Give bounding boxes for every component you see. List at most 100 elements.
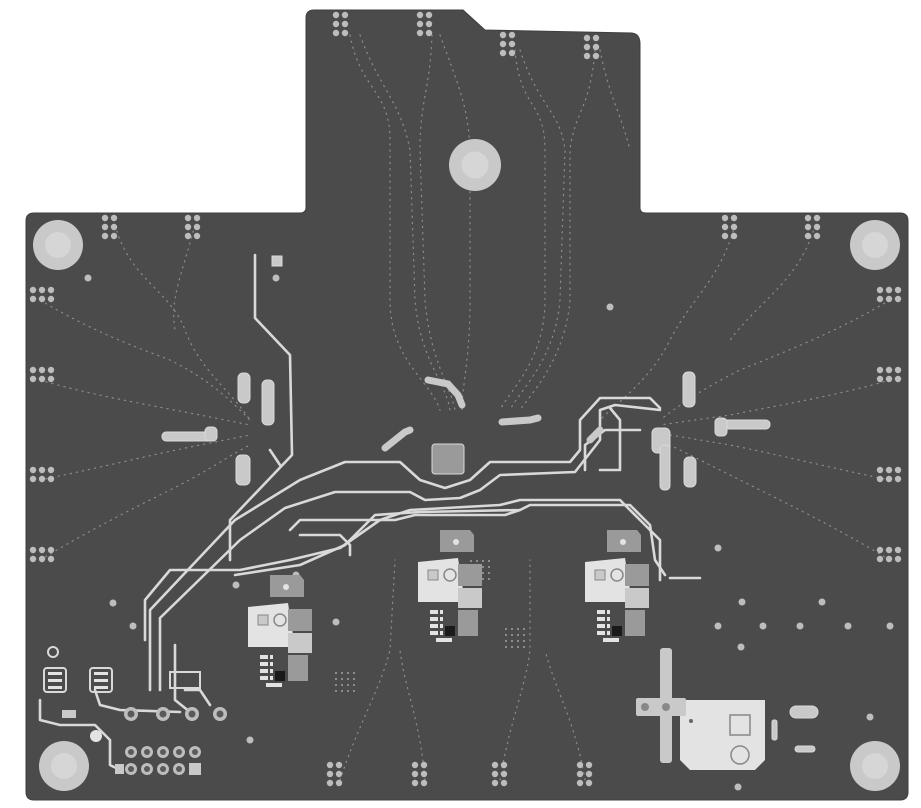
via: [347, 672, 349, 674]
via: [341, 20, 349, 28]
via: [184, 223, 192, 231]
via: [804, 214, 812, 222]
pad: [48, 686, 62, 689]
tht-pad-3: [213, 707, 227, 721]
via: [38, 295, 46, 303]
tht-pad-0: [124, 707, 138, 721]
via-grid-1: [505, 628, 525, 648]
stage-cap-pad: [270, 676, 273, 680]
pad-outline: [89, 667, 113, 693]
via: [523, 634, 525, 636]
via: [425, 29, 433, 37]
via: [38, 466, 46, 474]
via: [499, 31, 507, 39]
via-field-5: [184, 214, 201, 240]
via: [505, 646, 507, 648]
fiducial-ring: [47, 646, 59, 658]
loose-via-2: [606, 303, 614, 311]
stage-cap-pad: [607, 617, 610, 621]
via-fanout-8: [114, 224, 251, 421]
via: [420, 770, 428, 778]
pad: [48, 672, 62, 675]
via: [353, 678, 355, 680]
mounting-holes: [33, 139, 900, 791]
via: [585, 779, 593, 787]
via: [347, 684, 349, 686]
via: [38, 475, 46, 483]
loose-via-15: [737, 643, 745, 651]
via: [476, 560, 478, 562]
via-fanout-6: [519, 49, 596, 411]
via: [876, 466, 884, 474]
loose-via-18: [232, 581, 240, 589]
loose-via-11: [818, 598, 826, 606]
via-fanout-5: [509, 49, 566, 411]
via-field-1: [416, 11, 433, 37]
via: [420, 779, 428, 787]
via: [335, 678, 337, 680]
stage-cap-pad: [597, 617, 605, 621]
via: [721, 214, 729, 222]
via: [353, 672, 355, 674]
via: [517, 640, 519, 642]
via: [38, 555, 46, 563]
copper-pour-15: [771, 719, 778, 741]
via: [885, 546, 893, 554]
pad-outline: [169, 671, 201, 689]
stage-cap-pad: [260, 676, 268, 680]
via: [894, 475, 902, 483]
via: [730, 214, 738, 222]
via: [38, 366, 46, 374]
copper-pours: [161, 255, 819, 753]
mounting-hole-1: [33, 220, 83, 270]
connector-pin: [125, 746, 137, 758]
via: [110, 232, 118, 240]
via: [29, 546, 37, 554]
via: [517, 628, 519, 630]
loose-via-0: [84, 274, 92, 282]
copper-pour-3: [261, 379, 275, 426]
pad: [48, 679, 62, 682]
via: [876, 295, 884, 303]
stage-cap-pad: [270, 669, 273, 673]
connector-pin: [173, 746, 185, 758]
via: [505, 628, 507, 630]
power-stage-1: [248, 575, 312, 687]
connector-pin: [141, 763, 153, 775]
via: [38, 286, 46, 294]
stage-top-via: [453, 539, 459, 545]
via: [894, 286, 902, 294]
via: [500, 770, 508, 778]
stage-cap-pad: [430, 624, 438, 628]
via: [876, 286, 884, 294]
via: [488, 560, 490, 562]
stage-top-via: [283, 584, 289, 590]
via-field-19: [576, 761, 593, 787]
stage-cap-pad: [430, 631, 438, 635]
power-stage-3: [585, 530, 649, 642]
stage-cap-pad: [260, 655, 268, 659]
copper-pour-7: [714, 417, 728, 437]
stage-cap-pad: [440, 631, 443, 635]
connector-pin: [157, 746, 169, 758]
pad-clusters: [43, 646, 201, 742]
via: [894, 295, 902, 303]
stage-output-pad: [288, 655, 308, 681]
via: [29, 555, 37, 563]
stage-output-pad: [625, 610, 645, 636]
via: [500, 761, 508, 769]
hole-drill: [862, 753, 888, 779]
via: [592, 43, 600, 51]
via: [353, 684, 355, 686]
via: [523, 628, 525, 630]
via: [38, 546, 46, 554]
stage-cap-pad: [260, 669, 268, 673]
via: [416, 29, 424, 37]
via: [885, 466, 893, 474]
via: [341, 11, 349, 19]
via-field-6: [721, 214, 738, 240]
via: [804, 232, 812, 240]
via: [885, 555, 893, 563]
via: [47, 295, 55, 303]
via: [416, 20, 424, 28]
